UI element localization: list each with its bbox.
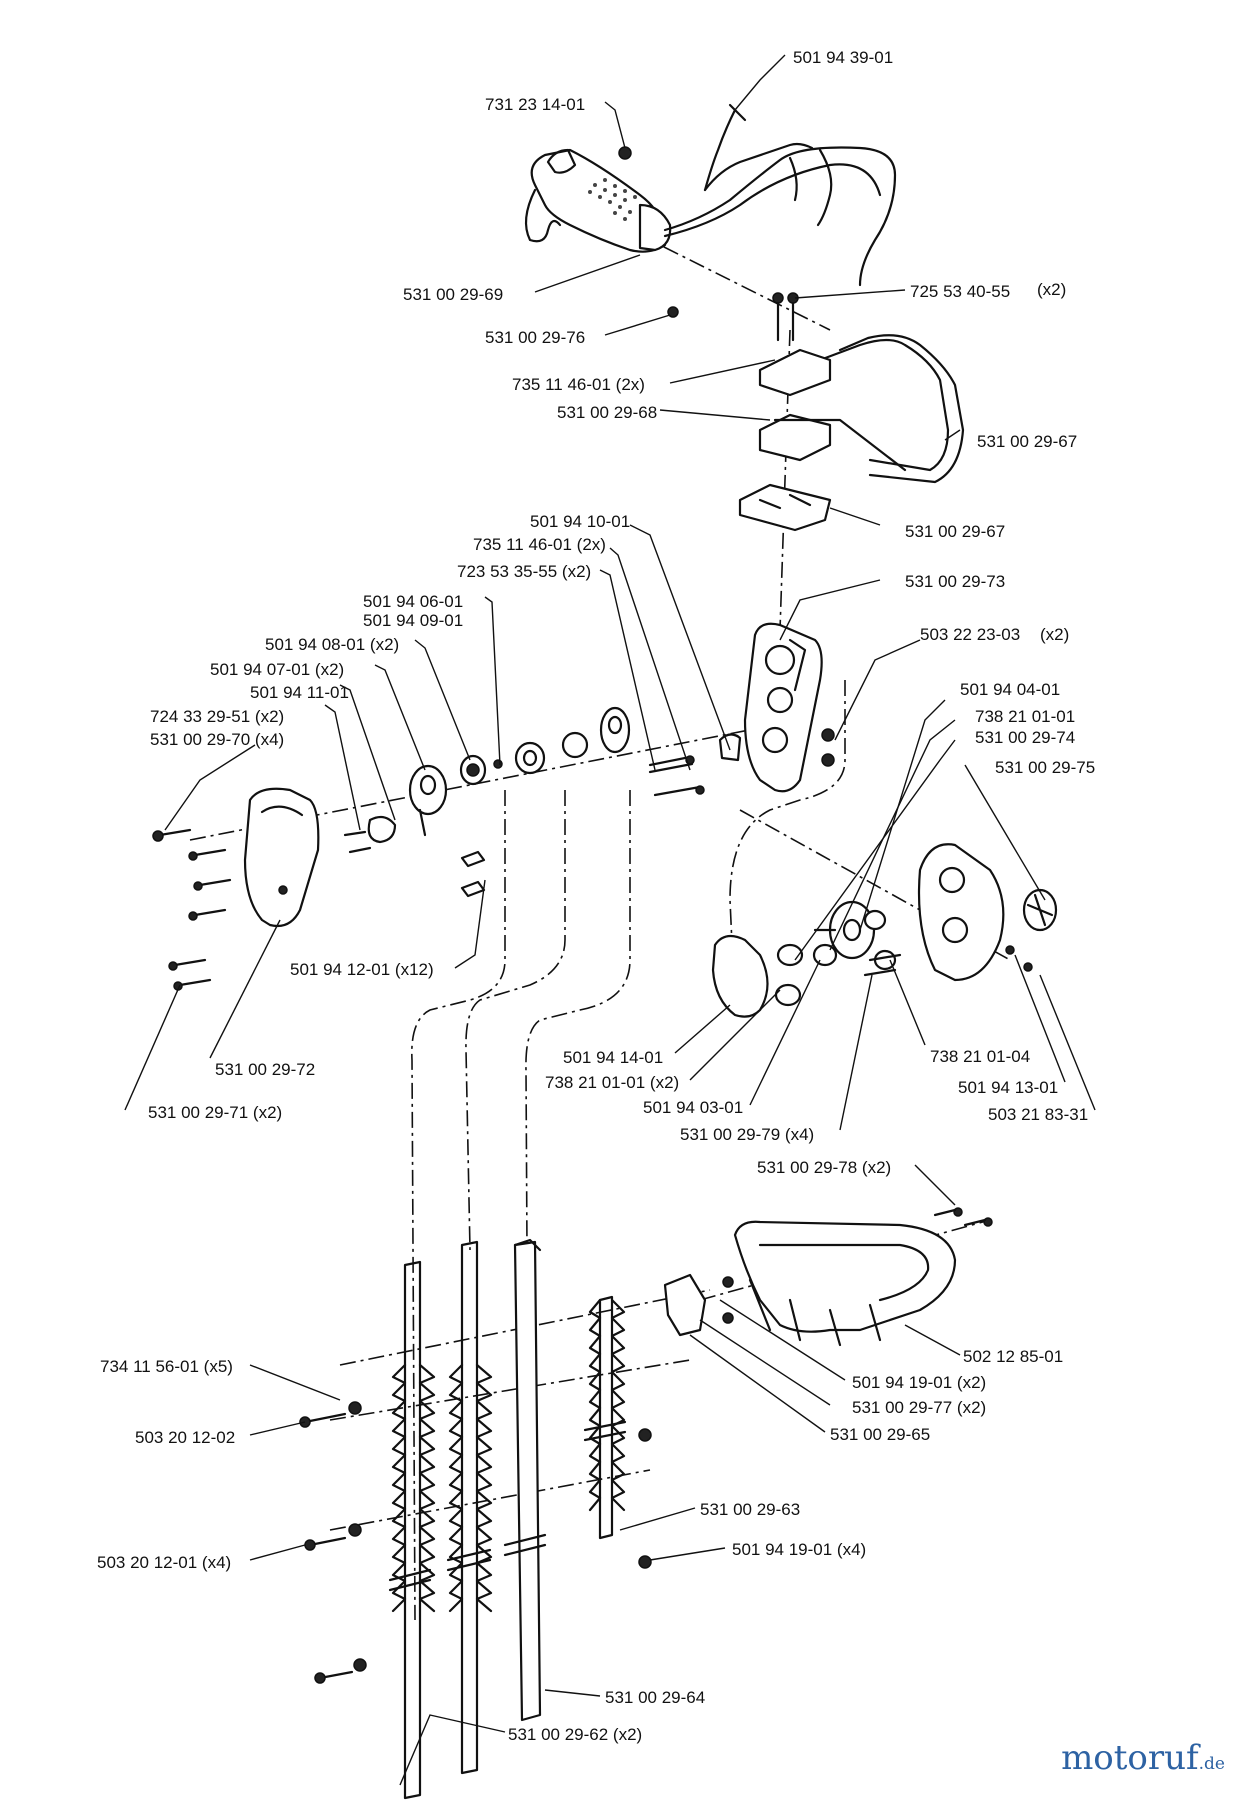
label-531-00-29-79: 531 00 29-79 (x4) [680,1125,814,1144]
label-531-00-29-73: 531 00 29-73 [905,572,1005,591]
label-501-94-08-01: 501 94 08-01 (x2) [265,635,399,654]
label-531-00-29-67-bar: 531 00 29-67 [977,432,1077,451]
watermark-logo: motoruf.de [1061,1738,1225,1778]
label-503-20-12-02: 503 20 12-02 [135,1428,235,1447]
label-501-94-19-01-x2: 501 94 19-01 (x2) [852,1373,986,1392]
gear-housing [729,622,835,793]
right-gear-cover [711,843,1058,1018]
label-531-00-29-67-clamp: 531 00 29-67 [905,522,1005,541]
label-501-94-09-01: 501 94 09-01 [363,611,463,630]
watermark-main: motoruf [1061,1738,1199,1778]
part-labels: 501 94 39-01 731 23 14-01 531 00 29-69 5… [97,48,1095,1744]
label-503-22-23-03: 503 22 23-03 [920,625,1020,644]
label-531-00-29-63: 531 00 29-63 [700,1500,800,1519]
label-501-94-12-01: 501 94 12-01 (x12) [290,960,434,979]
label-531-00-29-71: 531 00 29-71 (x2) [148,1103,282,1122]
label-501-94-13-01: 501 94 13-01 [958,1078,1058,1097]
throttle-cable [663,103,897,287]
label-531-00-29-69: 531 00 29-69 [403,285,503,304]
assembly-axes [189,194,1011,1621]
leader-lines [124,54,1096,1786]
label-501-94-19-01-x4: 501 94 19-01 (x4) [732,1540,866,1559]
label-501-94-39-01: 501 94 39-01 [793,48,893,67]
throttle-handle [524,146,679,318]
label-738-21-01-01: 738 21 01-01 [975,707,1075,726]
label-725-53-40-55: 725 53 40-55 [910,282,1010,301]
label-531-00-29-72: 531 00 29-72 [215,1060,315,1079]
label-731-23-14-01: 731 23 14-01 [485,95,585,114]
label-724-33-29-51: 724 33 29-51 (x2) [150,707,284,726]
label-531-00-29-65: 531 00 29-65 [830,1425,930,1444]
label-501-94-06-01: 501 94 06-01 [363,592,463,611]
label-723-53-35-55: 723 53 35-55 (x2) [457,562,591,581]
label-734-11-56-01: 734 11 56-01 (x5) [100,1357,233,1376]
grip-texture [588,178,637,221]
label-531-00-29-78: 531 00 29-78 (x2) [757,1158,891,1177]
label-738-21-01-04: 738 21 01-04 [930,1047,1030,1066]
label-735-11-46-01-top: 735 11 46-01 (2x) [512,375,645,394]
label-501-94-04-01: 501 94 04-01 [960,680,1060,699]
label-531-00-29-75: 531 00 29-75 [995,758,1095,777]
label-735-11-46-01-mid: 735 11 46-01 (2x) [473,535,606,554]
front-handle-bar [738,292,965,532]
label-502-12-85-01: 502 12 85-01 [963,1347,1063,1366]
label-501-94-03-01: 501 94 03-01 [643,1098,743,1117]
label-725-53-40-55-qty: (x2) [1037,280,1066,299]
label-503-20-12-01: 503 20 12-01 (x4) [97,1553,231,1572]
label-531-00-29-68: 531 00 29-68 [557,403,657,422]
label-531-00-29-74: 531 00 29-74 [975,728,1075,747]
left-cover [152,787,486,991]
label-501-94-14-01: 501 94 14-01 [563,1048,663,1067]
label-738-21-01-01-x2: 738 21 01-01 (x2) [545,1073,679,1092]
label-501-94-10-01: 501 94 10-01 [530,512,630,531]
blade-bars [299,1238,652,1800]
label-531-00-29-77: 531 00 29-77 (x2) [852,1398,986,1417]
watermark-suffix: .de [1198,1754,1225,1774]
label-503-22-23-03-qty: (x2) [1040,625,1069,644]
crank-parts [408,706,742,837]
label-531-00-29-64: 531 00 29-64 [605,1688,705,1707]
label-501-94-07-01: 501 94 07-01 (x2) [210,660,344,679]
label-501-94-11-01: 501 94 11-01 [250,683,349,702]
label-531-00-29-76: 531 00 29-76 [485,328,585,347]
label-531-00-29-70: 531 00 29-70 (x4) [150,730,284,749]
blade-guard [663,1207,993,1347]
label-531-00-29-62: 531 00 29-62 (x2) [508,1725,642,1744]
label-503-21-83-31: 503 21 83-31 [988,1105,1088,1124]
